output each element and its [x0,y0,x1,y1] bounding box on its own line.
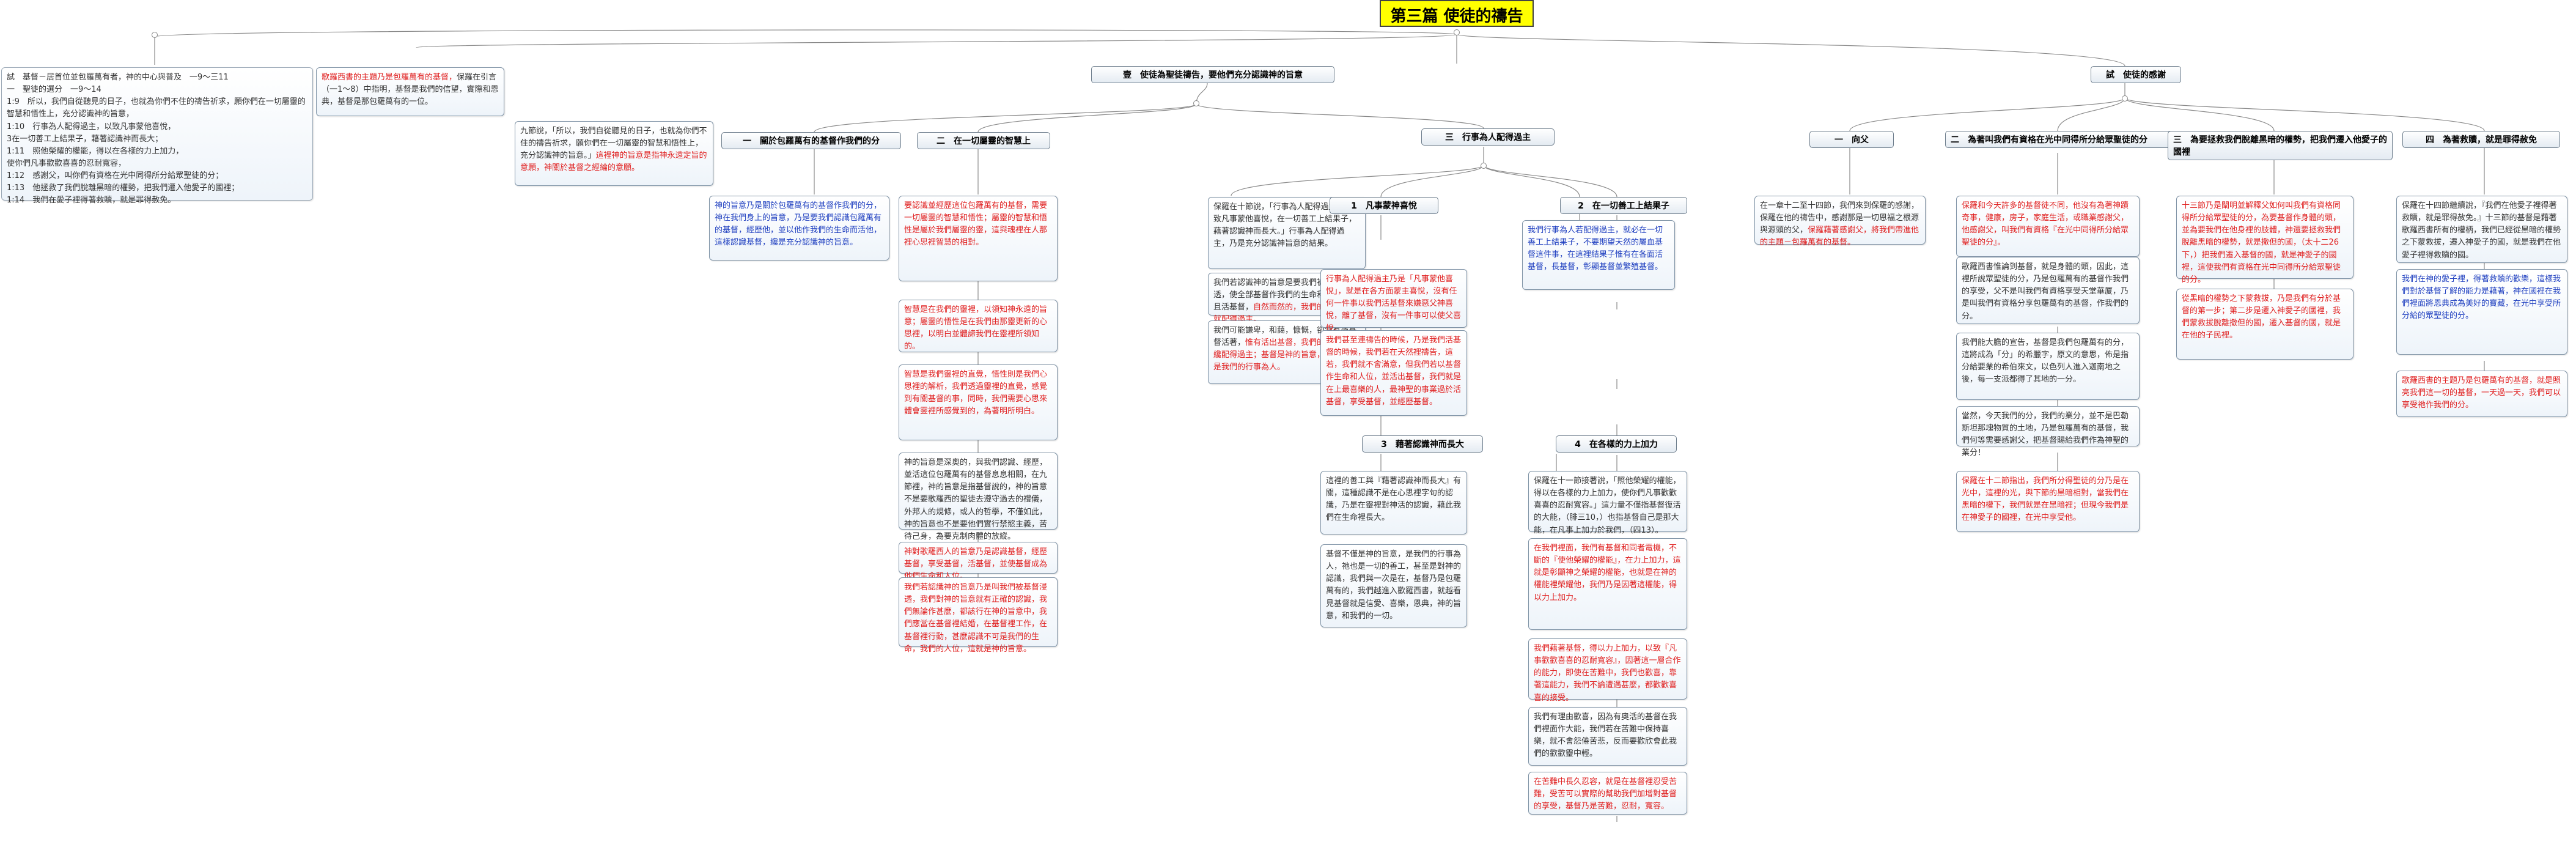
branch2-b-item[interactable]: 保羅在十二節指出，我們所分得聖徒的分乃是在光中，這裡的光，與下節的黑暗相對，當我… [1956,471,2140,532]
branch1-c-s1-text: 行事為人配得過主乃是「凡事蒙他喜悅」，就是在各方面蒙主喜悅，沒有任何一件事以我們… [1326,275,1462,333]
branch1-quote-text: 九節說，「所以，我們自從聽見的日子，也就為你們不住的禱告祈求，願你們在一切屬靈的… [520,127,707,161]
branch2-header[interactable]: 試 使徒的感謝 [2091,66,2181,83]
branch1-a-text: 神的旨意乃是關於包羅萬有的基督作我們的分，神在我們身上的旨意，乃是要我們認識包羅… [715,201,882,248]
branch2-c-text: 從黑暗的權勢之下蒙救拔，乃是我們有分於基督的第一步；第二步是遷入神愛子的國裡，我… [2182,294,2341,341]
branch1-c-s2-item[interactable]: 我們行事為人若配得過主，就必在一切善工上結果子，不要期望天然的屬血基督這件事，在… [1522,220,1675,290]
branch2-a-red: 保羅藉著感謝父，將我們帶進他的主題－包羅萬有的基督。 [1760,226,1919,248]
branch2-c-item[interactable]: 從黑暗的權勢之下蒙救拔，乃是我們有分於基督的第一步；第二步是遷入神愛子的國裡，我… [2176,289,2353,360]
branch1-c-header[interactable]: 三 行事為人配得過主 [1421,128,1555,146]
intro-scripture-text: 試 基督－居首位並包羅萬有者，神的中心與普及 一9～三11 一 聖徒的選分 一9… [7,73,306,205]
branch1-quote-node[interactable]: 九節說，「所以，我們自從聽見的日子，也就為你們不住的禱告祈求，願你們在一切屬靈的… [515,121,713,186]
branch2-b-text: 保羅和今天許多的基督徒不同，他沒有為著神蹟奇事，健康，房子，家庭生活，或職業感謝… [1962,201,2129,248]
branch2-a-text: 在一章十二至十四節，我們來到保羅的感謝，保羅在他的禱告中，感謝那是一切恩福之根源… [1760,201,1919,235]
branch1-c-s4-item[interactable]: 我們有理由歡喜，因為有奧活的基督在我們裡面作大能，我們若在苦難中保持喜樂，就不會… [1528,707,1687,766]
branch1-collapse-handle[interactable] [1193,100,1199,106]
branch2-a-body[interactable]: 在一章十二至十四節，我們來到保羅的感謝，保羅在他的禱告中，感謝那是一切恩福之根源… [1754,196,1926,248]
branch1-c-s4-item[interactable]: 在我們裡面，我們有基督和同者電機，不斷的『使他榮耀的權能』，在力上加力，這就是彰… [1528,538,1687,630]
branch1-c-s2-header[interactable]: 2 在一切善工上結果子 [1560,197,1687,214]
branch1-b-text: 我們若認識神的旨意乃是叫我們被基督浸透，我們對神的旨意就有正確的認識，我們無論作… [904,583,1048,654]
branch1-b-item[interactable]: 智慧是我們靈裡的直覺，悟性則是我們心思裡的解析，我們透過靈裡的直覺，感覺到有關基… [899,364,1058,440]
branch2-d-text: 歌羅西書的主題乃是包羅萬有的基督，就是照亮我們這一切的基督，一天過一天，我們可以… [2402,376,2561,410]
branch1-a-header[interactable]: 一 關於包羅萬有的基督作我們的分 [721,132,901,149]
branch2-d-item[interactable]: 歌羅西書的主題乃是包羅萬有的基督，就是照亮我們這一切的基督，一天過一天，我們可以… [2396,371,2567,417]
branch1-c-s1-item[interactable]: 我們甚至連禱告的時候，乃是我們活基督的時候，我們若在天然裡禱告，這若，我們就不會… [1320,330,1467,416]
branch1-b-text: 要認識並經歷這位包羅萬有的基督，需要一切屬靈的智慧和悟性；屬靈的智慧和悟性是屬於… [904,201,1048,248]
branch1-c-s4-item[interactable]: 在苦難中長久忍容，就是在基督裡忍受苦難，受苦可以實際的幫助我們加增對基督的享受，… [1528,772,1687,815]
branch2-d-text: 我們在神的愛子裡，得著救贖的歡樂，這樣我們對於基督了解的能力是藉著，神在國裡在我… [2402,275,2561,321]
branch1-b-item[interactable]: 我們若認識神的旨意乃是叫我們被基督浸透，我們對神的旨意就有正確的認識，我們無論作… [899,577,1058,654]
branch1-c-s1-text: 我們甚至連禱告的時候，乃是我們活基督的時候，我們若在天然裡禱告，這若，我們就不會… [1326,336,1462,407]
branch2-d-header[interactable]: 四 為著救贖，就是罪得赦免 [2402,131,2560,148]
branch2-b-text: 保羅在十二節指出，我們所分得聖徒的分乃是在光中，這裡的光，與下節的黑暗相對，當我… [1962,476,2129,523]
branch2-d-item[interactable]: 保羅在十四節繼續說，『我們在他愛子裡得著救贖，就是罪得赦免。』十三節的基督是藉著… [2396,196,2567,263]
branch1-b-item[interactable]: 智慧是在我們的靈裡，以領知神永遠的旨意；屬靈的悟性是在我們由那靈更新的心思裡，以… [899,300,1058,352]
intro-scripture-node[interactable]: 試 基督－居首位並包羅萬有者，神的中心與普及 一9～三11 一 聖徒的選分 一9… [1,67,313,205]
branch1-c-s3-item[interactable]: 基督不僅是神的旨意，是我們的行事為人，祂也是一切的善工，甚至是對神的認識，我們與… [1320,544,1467,627]
branch2-b-text: 當然，今天我們的分，我們的業分，並不是巴勒斯坦那塊物質的土地，乃是包羅萬有的基督… [1962,412,2129,458]
branch2-b-item[interactable]: 歌羅西書惟論到基督，就是身體的頭，因此，這裡所說眾聖徒的分，乃是包羅萬有的基督作… [1956,257,2140,324]
branch1-c-s4-text: 在我們裡面，我們有基督和同者電機，不斷的『使他榮耀的權能』，在力上加力，這就是彰… [1534,544,1681,602]
branch2-c-item[interactable]: 十三節乃是闡明並解釋父如何叫我們有資格同得所分給眾聖徒的分，為要基督作身體的頭，… [2176,196,2353,284]
branch2-b-item[interactable]: 保羅和今天許多的基督徒不同，他沒有為著神蹟奇事，健康，房子，家庭生活，或職業感謝… [1956,196,2140,257]
branch1-c-s1-header[interactable]: 1 凡事蒙神喜悅 [1330,197,1438,214]
branch1-b-text: 智慧是我們靈裡的直覺，悟性則是我們心思裡的解析，我們透過靈裡的直覺，感覺到有關基… [904,370,1048,416]
branch1-c-s3-item[interactable]: 這裡的善工與『藉著認識神而長大』有關，這種認識不是在心思裡字句的認識，乃是在靈裡… [1320,471,1467,534]
branch1-c-intro-text: 保羅在十節說，「行事為人配得過主，以致凡事蒙他喜悅，在一切善工上結果子，藉著認識… [1213,202,1357,249]
branch1-c-s4-text: 我們藉著基督，得以力上加力，以致『凡事歡歡喜喜的忍耐寬容』，因著這一層合作的能力… [1534,644,1681,703]
branch2-b-text: 歌羅西書惟論到基督，就是身體的頭，因此，這裡所說眾聖徒的分，乃是包羅萬有的基督作… [1962,262,2129,321]
branch1-c-s3-text: 基督不僅是神的旨意，是我們的行事為人，祂也是一切的善工，甚至是對神的認識，我們與… [1326,550,1462,621]
branch2-c-header[interactable]: 三 為要拯救我們脫離黑暗的權勢，把我們遷入他愛子的國裡 [2168,131,2393,160]
branch2-b-header[interactable]: 二 為著叫我們有資格在光中同得所分給眾聖徒的分 [1945,131,2174,148]
branch1-c-s4-header[interactable]: 4 在各樣的力上加力 [1556,435,1677,453]
branch1-b-item[interactable]: 神對歌羅西人的旨意乃是認識基督，經歷基督，享受基督，活基督，並使基督成為他們生命… [899,542,1058,581]
branch1-b-text: 智慧是在我們的靈裡，以領知神永遠的旨意；屬靈的悟性是在我們由那靈更新的心思裡，以… [904,305,1048,352]
branch1-b-item[interactable]: 要認識並經歷這位包羅萬有的基督，需要一切屬靈的智慧和悟性；屬靈的智慧和悟性是屬於… [899,196,1058,281]
intro-note-rest: 保羅在引言（一1～8）中指明，基督是我們的信望，實際和恩典，基督是那包羅萬有的一… [322,73,499,107]
branch1-c-s3-header[interactable]: 3 藉著認識神而長大 [1362,435,1483,453]
branch1-c-collapse-handle[interactable] [1481,163,1487,169]
branch1-c-s4-item[interactable]: 保羅在十一節接著說，「照他榮耀的權能，得以在各樣的力上加力，使你們凡事歡歡喜喜的… [1528,471,1687,535]
branch2-b-text: 我們能大膽的宣告，基督是我們包羅萬有的分，這將成為「分」的希臘字，原文的意思，佈… [1962,338,2129,385]
branch2-d-item[interactable]: 我們在神的愛子裡，得著救贖的歡樂，這樣我們對於基督了解的能力是藉著，神在國裡在我… [2396,269,2567,355]
branch2-b-item[interactable]: 當然，今天我們的分，我們的業分，並不是巴勒斯坦那塊物質的土地，乃是包羅萬有的基督… [1956,406,2140,457]
branch1-c-s3-text: 這裡的善工與『藉著認識神而長大』有關，這種認識不是在心思裡字句的認識，乃是在靈裡… [1326,476,1462,523]
branch1-c-s1-item[interactable]: 行事為人配得過主乃是「凡事蒙他喜悅」，就是在各方面蒙主喜悅，沒有任何一件事以我們… [1320,269,1467,333]
branch1-c-s2-text: 我們行事為人若配得過主，就必在一切善工上結果子，不要期望天然的屬血基督這件事，在… [1528,226,1663,272]
branch2-collapse-handle[interactable] [2122,95,2128,102]
branch2-a-header[interactable]: 一 向父 [1809,131,1894,148]
root-collapse-handle[interactable] [1454,29,1460,35]
branch1-c-s4-text: 在苦難中長久忍容，就是在基督裡忍受苦難，受苦可以實際的幫助我們加增對基督的享受，… [1534,777,1677,812]
intro-note-red: 歌羅西書的主題乃是包羅萬有的基督， [322,73,457,82]
branch1-a-body[interactable]: 神的旨意乃是關於包羅萬有的基督作我們的分，神在我們身上的旨意，乃是要我們認識包羅… [709,196,889,261]
intro-note-node[interactable]: 歌羅西書的主題乃是包羅萬有的基督，保羅在引言（一1～8）中指明，基督是我們的信望… [316,67,504,116]
branch1-b-header[interactable]: 二 在一切屬靈的智慧上 [917,132,1050,149]
branch1-b-item[interactable]: 神的旨意是深奧的，與我們認識、經歷，並活這位包羅萬有的基督息息相關，在九節裡，神… [899,453,1058,541]
intro-collapse-handle[interactable] [152,32,158,38]
branch1-c-s4-text: 保羅在十一節接著說，「照他榮耀的權能，得以在各樣的力上加力，使你們凡事歡歡喜喜的… [1534,476,1681,535]
branch1-header[interactable]: 壹 使徒為聖徒禱告，要他們充分認識神的旨意 [1091,66,1334,83]
branch1-c-s4-text: 我們有理由歡喜，因為有奧活的基督在我們裡面作大能，我們若在苦難中保持喜樂，就不會… [1534,712,1677,759]
root-title[interactable]: 第三篇 使徒的禱告 [1380,0,1534,27]
branch2-d-text: 保羅在十四節繼續說，『我們在他愛子裡得著救贖，就是罪得赦免。』十三節的基督是藉著… [2402,201,2561,260]
branch1-quote-red: 這裡神的旨意是指神永遠定旨的意願，神關於基督之經綸的意願。 [520,151,707,173]
branch1-b-text: 神的旨意是深奧的，與我們認識、經歷，並活這位包羅萬有的基督息息相關，在九節裡，神… [904,458,1048,541]
branch2-b-item[interactable]: 我們能大膽的宣告，基督是我們包羅萬有的分，這將成為「分」的希臘字，原文的意思，佈… [1956,333,2140,400]
branch1-c-s4-item[interactable]: 我們藉著基督，得以力上加力，以致『凡事歡歡喜喜的忍耐寬容』，因著這一層合作的能力… [1528,638,1687,703]
branch2-c-text: 十三節乃是闡明並解釋父如何叫我們有資格同得所分給眾聖徒的分，為要基督作身體的頭，… [2182,201,2341,284]
